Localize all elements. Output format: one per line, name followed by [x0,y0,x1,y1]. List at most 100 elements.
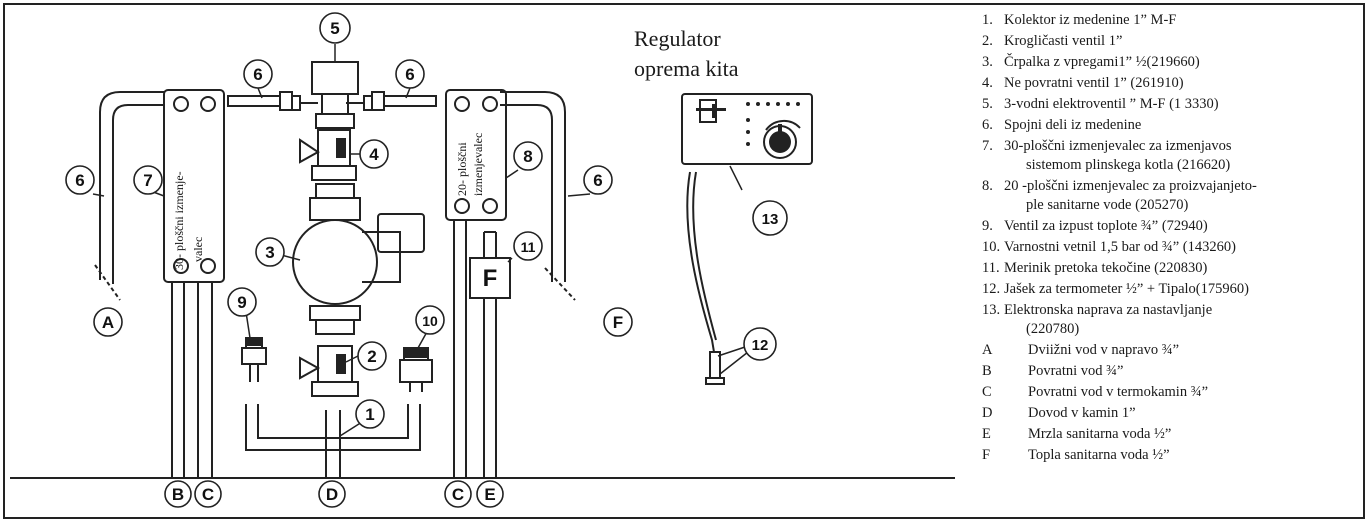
callout-c-right: C [452,485,464,504]
callout-6-left: 6 [253,65,262,84]
legend-item-text: Črpalka z vpregami1” ½(219660) [1004,54,1200,70]
collector [245,404,421,451]
exchanger-left-label: 30- ploščni izmenje- [172,171,186,270]
legend-item: 9. Ventil za izpust toplote ¾” (72940) [982,216,1362,237]
callout-b: B [172,485,184,504]
letter-legend-item: A Dviižni vod v napravo ¾” [982,340,1362,361]
callout-3: 3 [265,243,274,262]
flow-meter-letter: F [483,265,498,292]
legend-item-number: 6. [982,117,993,133]
letter-legend-item: E Mrzla sanitarna voda ½” [982,424,1362,445]
legend-item-number: 2. [982,33,993,49]
callout-9: 9 [237,293,246,312]
legend-item: 8. 20 -ploščni izmenjevalec za proizvajan… [982,176,1362,197]
legend-item-text: Merinik pretoka tekočine (220830) [1004,260,1208,276]
letter-legend-text: Povratni vod ¾” [1028,363,1124,379]
callout-2: 2 [367,347,376,366]
legend-item-text: Ne povratni ventil 1” (261910) [1004,75,1184,91]
diagram-frame [3,3,1365,519]
letter-legend-item: C Povratni vod v termokamin ¾” [982,382,1362,403]
legend-item-text: Elektronska naprava za nastavljanje [1004,302,1213,318]
legend-item: 3. Črpalka z vpregami1” ½(219660) [982,52,1362,73]
exchanger-right-label: 20- ploščni [455,142,469,196]
callout-10: 10 [422,313,438,329]
callout-a: A [102,313,114,332]
legend-item: 12.Jašek za termometer ½” + Tipalo(17596… [982,279,1362,300]
legend-item: 4. Ne povratni ventil 1” (261910) [982,73,1362,94]
legend-item-text: 3-vodni elektroventil ” M-F (1 3330) [1004,96,1219,112]
legend-item-text: Jašek za termometer ½” + Tipalo(175960) [1004,281,1249,297]
letter-legend-text: Dovod v kamin 1” [1028,405,1136,421]
letter-legend-letter: B [982,363,992,379]
callout-d: D [326,485,338,504]
legend-item-continuation: ple sanitarne vode (205270) [1026,197,1189,213]
three-way-valve [311,61,359,95]
callout-6-right: 6 [405,65,414,84]
callout-e: E [484,485,495,504]
legend-item-number: 1. [982,12,993,28]
callout-13: 13 [762,211,779,228]
legend-item: 5. 3-vodni elektroventil ” M-F (1 3330) [982,94,1362,115]
legend-item-number: 11. [982,260,1000,276]
title-line-1: Regulator [634,26,721,51]
callout-8: 8 [523,147,532,166]
legend-item-number: 13. [982,302,1001,318]
legend-item-number: 9. [982,218,993,234]
callout-1: 1 [365,405,374,424]
legend-item-text: Varnostni vetnil 1,5 bar od ¾” (143260) [1004,239,1236,255]
legend-item-text: Kolektor iz medenine 1” M-F [1004,12,1177,28]
exchanger-20-plate [445,89,507,221]
legend-item-number: 10. [982,239,1001,255]
legend-item-text: Ventil za izpust toplote ¾” (72940) [1004,218,1208,234]
legend-item-number: 7. [982,138,993,154]
letter-legend-item: B Povratni vod ¾” [982,361,1362,382]
callout-f: F [613,313,623,332]
pipe-f [500,91,566,282]
callout-5: 5 [330,19,339,38]
callout-6-outer-right: 6 [593,171,602,190]
pump-body [292,219,378,305]
legend-item-continuation: sistemom plinskega kotla (216620) [1026,157,1231,173]
legend-item-text: 20 -ploščni izmenjevalec za proizvajanje… [1004,178,1257,194]
electronic-controller [681,93,813,165]
legend-item-number: 8. [982,178,993,194]
legend-item-number: 5. [982,96,993,112]
letter-legend-text: Mrzla sanitarna voda ½” [1028,426,1172,442]
flow-meter-box [469,257,511,299]
letter-legend-item: F Topla sanitarna voda ½” [982,445,1362,466]
callout-12: 12 [752,337,769,354]
callout-4: 4 [369,145,379,164]
letter-legend-letter: A [982,342,993,358]
callout-7: 7 [143,171,152,190]
letter-legend-letter: F [982,447,991,463]
legend-item: 7. 30-ploščni izmenjevalec za izmenjavos [982,136,1362,157]
letter-legend-text: Topla sanitarna voda ½” [1028,447,1170,463]
callout-c-left: C [202,485,214,504]
regulator-title: Regulator oprema kita [634,24,738,84]
legend-item: 2. Krogličasti ventil 1” [982,31,1362,52]
letter-legend-item: D Dovod v kamin 1” [982,403,1362,424]
legend-item-number: 4. [982,75,993,91]
legend-item-number: 12. [982,281,1001,297]
legend-item: 13.Elektronska naprava za nastavljanje [982,300,1362,321]
legend: 1. Kolektor iz medenine 1” M-F 2. Krogličas… [982,10,1362,466]
letter-legend-text: Povratni vod v termokamin ¾” [1028,384,1209,400]
exchanger-right-label-2: izmenjevalec [471,133,485,196]
legend-item-text: Spojni deli iz medenine [1004,117,1142,133]
legend-item: 11.Merinik pretoka tekočine (220830) [982,258,1362,279]
letter-legend-letter: D [982,405,993,421]
legend-item-text: 30-ploščni izmenjevalec za izmenjavos [1004,138,1232,154]
letter-legend-letter: C [982,384,992,400]
letter-legend-text: Dviižni vod v napravo ¾” [1028,342,1180,358]
legend-item: 6. Spojni deli iz medenine [982,115,1362,136]
callout-11: 11 [521,239,536,255]
exchanger-30-plate [163,89,225,283]
legend-item: 10.Varnostni vetnil 1,5 bar od ¾” (14326… [982,237,1362,258]
exchanger-left-label-2: valec [191,237,205,262]
callout-6-outer-left: 6 [75,171,84,190]
legend-item-text: Krogličasti ventil 1” [1004,33,1123,49]
letter-legend-letter: E [982,426,991,442]
legend-item: 1. Kolektor iz medenine 1” M-F [982,10,1362,31]
legend-item-number: 3. [982,54,993,70]
